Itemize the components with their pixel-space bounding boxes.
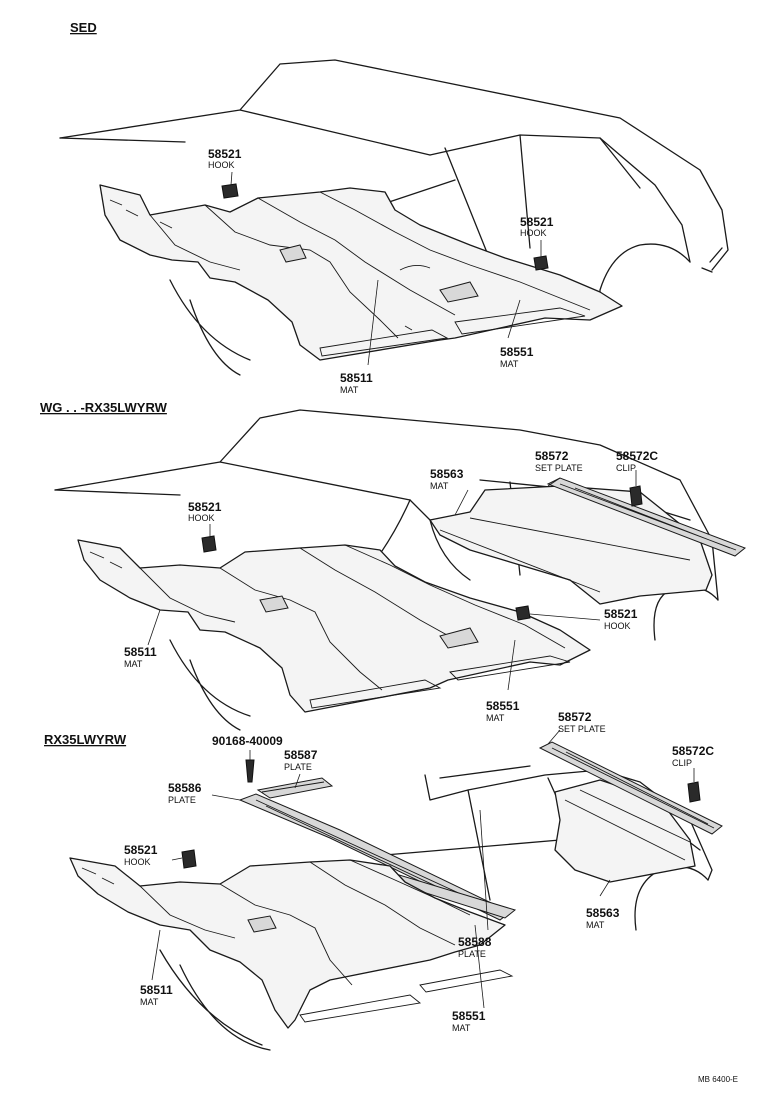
rx-mat-58511 — [69, 857, 514, 1029]
svg-text:MAT: MAT — [500, 359, 519, 369]
svg-text:PLATE: PLATE — [284, 762, 312, 772]
svg-text:MAT: MAT — [486, 713, 505, 723]
wg-rear-mat-58563 — [429, 485, 713, 605]
svg-text:58572C: 58572C — [616, 449, 658, 463]
svg-text:58511: 58511 — [124, 645, 157, 659]
rx-section: RX35LWYRW — [44, 710, 723, 1051]
sed-label-hook-right: 58521 HOOK — [520, 215, 554, 238]
sed-car-body — [59, 59, 729, 376]
sed-label-hook-left: 58521 HOOK — [208, 147, 242, 170]
wg-label-set-plate-58572: 58572 SET PLATE — [535, 449, 583, 473]
wg-set-plate-58572 — [546, 477, 746, 557]
sed-section: SED — [59, 20, 729, 395]
rx-label-mat-58511: 58511 MAT — [140, 983, 173, 1007]
rx-hook-icon — [181, 849, 197, 869]
svg-text:CLIP: CLIP — [616, 463, 636, 473]
rx-screw-icon — [245, 759, 255, 783]
wg-label-mat-58551: 58551 MAT — [486, 699, 520, 723]
wg-label-mat-58563: 58563 MAT — [430, 467, 464, 491]
svg-text:58586: 58586 — [168, 781, 202, 795]
svg-text:MAT: MAT — [430, 481, 449, 491]
wg-hook-icon — [201, 535, 217, 553]
rx-label-plate-58586: 58586 PLATE — [168, 781, 202, 805]
rx-rear-mat-58563 — [554, 779, 696, 883]
figure-code: MB 6400-E — [698, 1075, 738, 1084]
svg-text:58551: 58551 — [500, 345, 534, 359]
svg-text:58551: 58551 — [452, 1009, 486, 1023]
svg-text:HOOK: HOOK — [208, 160, 235, 170]
svg-text:PLATE: PLATE — [458, 949, 486, 959]
svg-text:SET PLATE: SET PLATE — [535, 463, 583, 473]
svg-text:CLIP: CLIP — [672, 758, 692, 768]
rx-label-set-plate-58572: 58572 SET PLATE — [558, 710, 606, 734]
wg-label-clip-58572c: 58572C CLIP — [616, 449, 658, 473]
rx-label-mat-58551: 58551 MAT — [452, 1009, 486, 1033]
rx-label-plate-58588: 58588 PLATE — [458, 935, 492, 959]
svg-text:58521: 58521 — [520, 215, 554, 229]
svg-text:MAT: MAT — [124, 659, 143, 669]
wg-clip-icon — [629, 485, 643, 507]
sed-mat-58511 — [99, 184, 623, 361]
rx-clip-icon — [687, 781, 701, 803]
svg-text:58511: 58511 — [140, 983, 173, 997]
wg-label-hook-left: 58521 HOOK — [188, 500, 222, 523]
svg-text:MAT: MAT — [140, 997, 159, 1007]
svg-text:58521: 58521 — [604, 607, 638, 621]
rx-label-hook-58521: 58521 HOOK — [124, 843, 158, 867]
wg-title: WG . . -RX35LWYRW — [40, 400, 168, 415]
svg-text:HOOK: HOOK — [188, 513, 215, 523]
wg-mat-58511 — [77, 539, 591, 713]
svg-text:HOOK: HOOK — [520, 228, 547, 238]
svg-text:HOOK: HOOK — [604, 621, 631, 631]
svg-text:MAT: MAT — [452, 1023, 471, 1033]
svg-text:58521: 58521 — [208, 147, 242, 161]
svg-text:58572: 58572 — [558, 710, 592, 724]
svg-text:90168-40009: 90168-40009 — [212, 734, 283, 748]
svg-text:58588: 58588 — [458, 935, 492, 949]
sed-hook-icon — [221, 183, 239, 199]
rx-title: RX35LWYRW — [44, 732, 127, 747]
sed-hook-right-icon — [533, 255, 549, 271]
svg-text:58551: 58551 — [486, 699, 520, 713]
svg-text:MAT: MAT — [586, 920, 605, 930]
svg-text:HOOK: HOOK — [124, 857, 151, 867]
wg-hook-right-icon — [515, 605, 531, 621]
wg-label-mat-58511: 58511 MAT — [124, 645, 157, 669]
svg-text:58563: 58563 — [586, 906, 620, 920]
sed-label-mat-58511: 58511 MAT — [340, 371, 373, 395]
svg-text:MAT: MAT — [340, 385, 359, 395]
svg-text:58587: 58587 — [284, 748, 318, 762]
svg-text:58521: 58521 — [124, 843, 158, 857]
svg-text:58511: 58511 — [340, 371, 373, 385]
svg-text:58521: 58521 — [188, 500, 222, 514]
sed-title: SED — [70, 20, 97, 35]
wg-section: WG . . -RX35LWYRW — [40, 400, 746, 731]
rx-label-plate-58587: 58587 PLATE — [284, 748, 318, 772]
svg-text:SET PLATE: SET PLATE — [558, 724, 606, 734]
svg-text:58563: 58563 — [430, 467, 464, 481]
wg-label-hook-right: 58521 HOOK — [604, 607, 638, 631]
rx-label-clip-58572c: 58572C CLIP — [672, 744, 714, 768]
rx-label-mat-58563: 58563 MAT — [586, 906, 620, 930]
rx-label-screw-90168: 90168-40009 — [212, 734, 283, 748]
sed-label-mat-58551: 58551 MAT — [500, 345, 534, 369]
svg-text:58572C: 58572C — [672, 744, 714, 758]
svg-text:58572: 58572 — [535, 449, 569, 463]
svg-text:PLATE: PLATE — [168, 795, 196, 805]
